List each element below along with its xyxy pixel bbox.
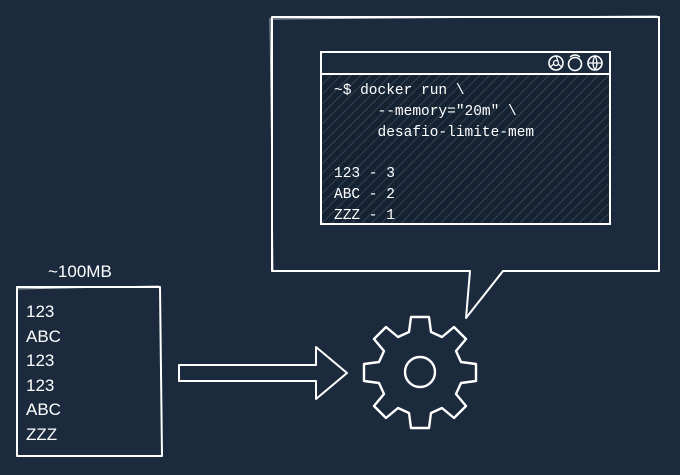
output-line: 123 - 3 bbox=[334, 166, 395, 183]
gear-icon bbox=[362, 315, 478, 430]
file-line: 123 bbox=[26, 302, 55, 321]
output-line: ZZZ - 1 bbox=[334, 207, 395, 224]
blank-line bbox=[334, 143, 614, 164]
terminal-border bbox=[320, 51, 611, 225]
file-line: ABC bbox=[26, 326, 61, 346]
file-size-label: ~100MB bbox=[48, 262, 112, 281]
file-line: ABC bbox=[26, 400, 61, 419]
chrome-icon[interactable] bbox=[548, 55, 564, 71]
output-line: ABC - 2 bbox=[334, 186, 395, 203]
terminal-window bbox=[320, 51, 611, 225]
firefox-icon[interactable] bbox=[567, 54, 583, 72]
command-line: ~$ docker run \ bbox=[334, 83, 465, 99]
command-line: --memory="20m" \ bbox=[334, 103, 517, 120]
input-file-contents: 123 ABC 123 123 ABC ZZZ bbox=[26, 300, 156, 447]
command-line: desafio-limite-mem bbox=[334, 124, 535, 141]
file-line: 123 bbox=[26, 375, 55, 395]
browser-globe-icon[interactable] bbox=[587, 55, 603, 71]
flow-arrow bbox=[178, 346, 348, 400]
speech-bubble-frame bbox=[271, 16, 660, 319]
terminal-output: ~$ docker run \ --memory="20m" \ desafio… bbox=[334, 81, 614, 227]
file-line: 123 bbox=[26, 351, 55, 370]
file-line: ZZZ bbox=[26, 424, 58, 444]
